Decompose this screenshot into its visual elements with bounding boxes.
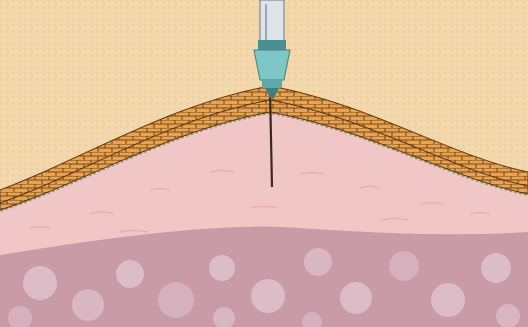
injection-diagram	[0, 0, 528, 327]
